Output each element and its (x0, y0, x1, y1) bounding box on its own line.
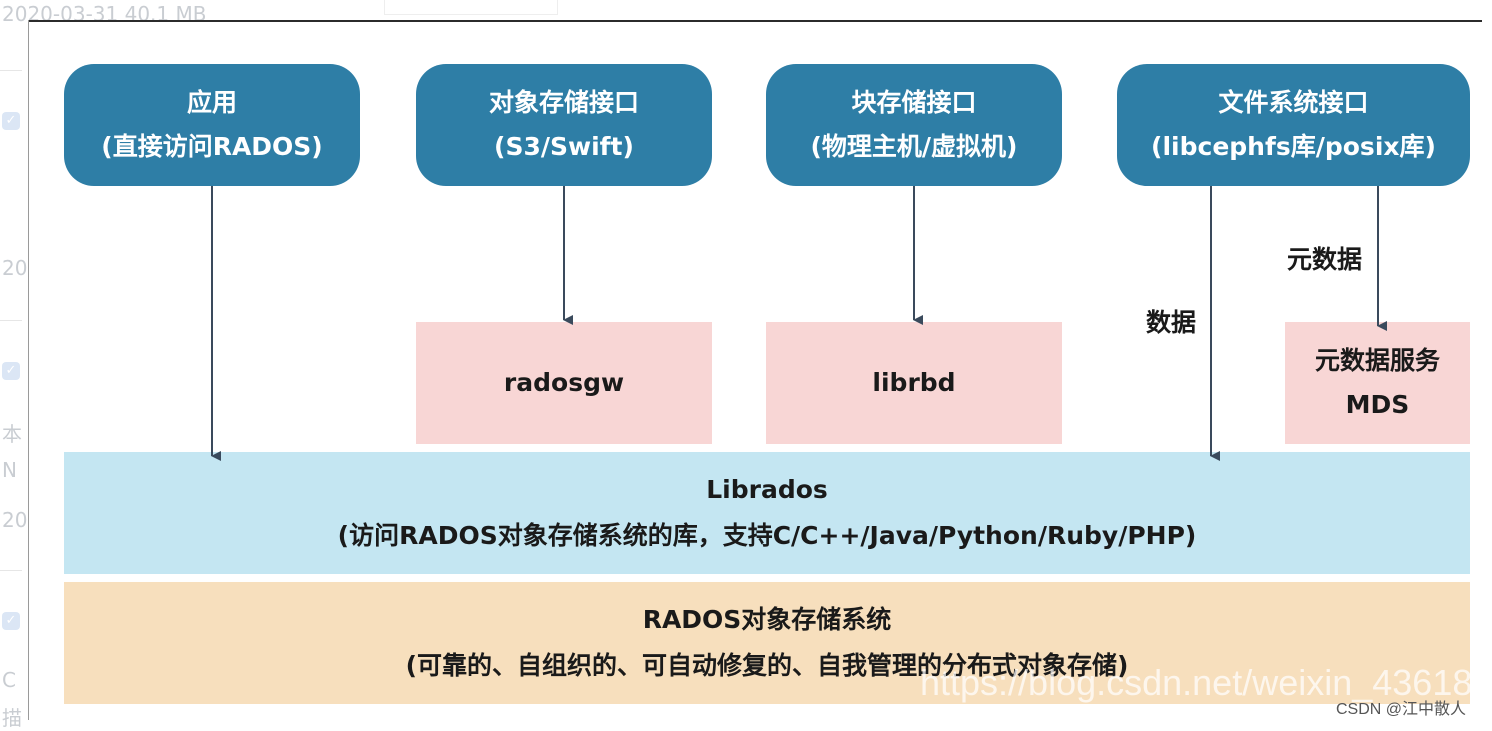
librados-title: Librados (706, 475, 828, 504)
figure-frame-top (28, 20, 1482, 22)
app-interface-subtitle: (直接访问RADOS) (101, 132, 323, 161)
background-text-3: N (2, 458, 17, 482)
figure-frame-left (28, 20, 29, 720)
background-file-info: 2020-03-31 40.1 MB (2, 2, 207, 26)
block-storage-interface-subtitle: (物理主机/虚拟机) (810, 132, 1018, 161)
background-check-icon: ✓ (2, 612, 20, 630)
mds-label-line2: MDS (1345, 390, 1410, 419)
object-storage-interface-subtitle: (S3/Swift) (494, 132, 634, 161)
background-divider (0, 70, 22, 71)
object-storage-interface-box: 对象存储接口 (S3/Swift) (416, 64, 712, 186)
background-divider (0, 320, 22, 321)
block-storage-interface-title: 块存储接口 (851, 88, 977, 117)
background-text-5: C (2, 668, 16, 692)
background-text-4: 20 (2, 508, 28, 532)
app-interface-box: 应用 (直接访问RADOS) (64, 64, 360, 186)
radosgw-label: radosgw (503, 368, 625, 397)
rados-layer: RADOS对象存储系统 (可靠的、自组织的、可自动修复的、自我管理的分布式对象存… (64, 582, 1470, 704)
filesystem-interface-subtitle: (libcephfs库/posix库) (1151, 132, 1436, 161)
radosgw-box: radosgw (416, 322, 712, 444)
librados-layer: Librados (访问RADOS对象存储系统的库，支持C/C++/Java/P… (64, 452, 1470, 574)
url-watermark: https://blog.csdn.net/weixin_43618070 (920, 662, 1492, 703)
background-thumbnail (384, 0, 558, 15)
app-interface-title: 应用 (186, 88, 237, 117)
rados-title: RADOS对象存储系统 (642, 605, 892, 634)
librbd-box: librbd (766, 322, 1062, 444)
background-divider (0, 570, 22, 571)
mds-box: 元数据服务 MDS (1285, 322, 1470, 444)
object-storage-interface-title: 对象存储接口 (488, 88, 639, 117)
filesystem-interface-box: 文件系统接口 (libcephfs库/posix库) (1117, 64, 1470, 186)
background-text-1: 20 (2, 256, 28, 280)
librbd-label: librbd (872, 368, 956, 397)
background-text-2: 本 (2, 422, 22, 446)
librados-subtitle: (访问RADOS对象存储系统的库，支持C/C++/Java/Python/Rub… (337, 521, 1197, 550)
metadata-edge-label: 元数据 (1287, 245, 1363, 274)
block-storage-interface-box: 块存储接口 (物理主机/虚拟机) (766, 64, 1062, 186)
mds-label-line1: 元数据服务 (1314, 346, 1440, 375)
csdn-credit: CSDN @江中散人 (1336, 701, 1467, 718)
data-edge-label: 数据 (1146, 308, 1197, 337)
rados-subtitle: (可靠的、自组织的、可自动修复的、自我管理的分布式对象存储) (405, 651, 1129, 680)
background-check-icon: ✓ (2, 112, 20, 130)
filesystem-interface-title: 文件系统接口 (1218, 88, 1369, 117)
background-check-icon: ✓ (2, 362, 20, 380)
